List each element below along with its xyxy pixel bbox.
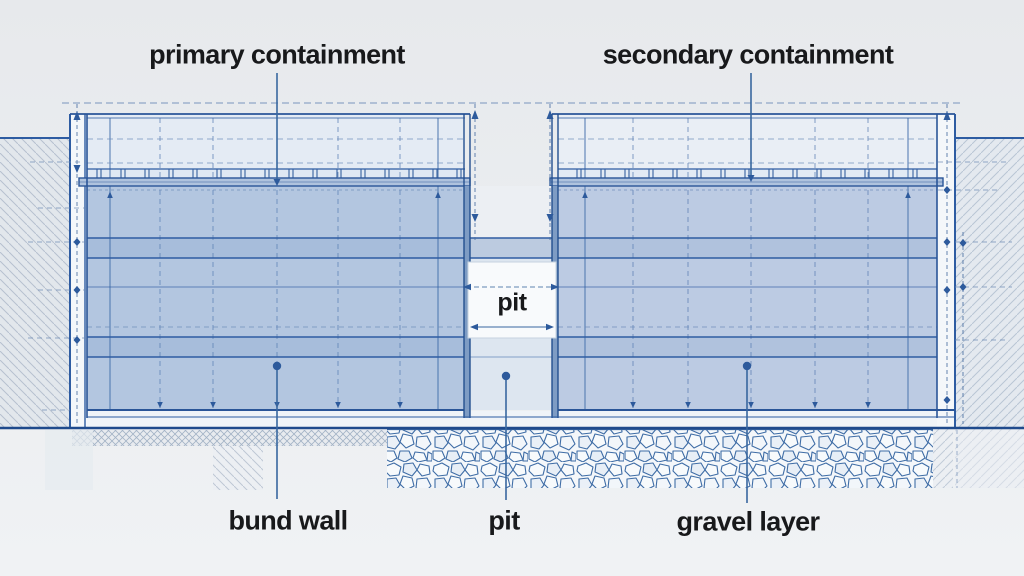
foundation-hatch-strip: [45, 428, 953, 490]
bund-wall-label: bund wall: [228, 505, 348, 536]
ground-left-block: [0, 137, 85, 428]
pit-leader: [501, 371, 511, 500]
primary-containment-label: primary containment: [149, 39, 405, 70]
bund-wall-right: [937, 114, 956, 428]
pit-gap: [463, 104, 559, 418]
base-slab: [70, 411, 955, 428]
primary-containment-leader: [273, 73, 281, 186]
gravel-layer-label: gravel layer: [676, 506, 821, 537]
bund-wall-leader: [272, 361, 282, 499]
secondary-containment-label: secondary containment: [602, 39, 894, 70]
gravel-layer-fill: [387, 428, 933, 488]
ground-right-block: [955, 137, 1024, 488]
pit-label-box: [463, 261, 559, 339]
pit-bottom-label: pit: [488, 505, 520, 536]
secondary-containment-leader: [747, 73, 755, 182]
left-tank: [70, 113, 471, 418]
right-tank: [549, 113, 955, 418]
pit-box-label: pit: [497, 288, 527, 317]
bund-wall-left: [69, 114, 87, 428]
gravel-layer-leader: [742, 361, 752, 503]
